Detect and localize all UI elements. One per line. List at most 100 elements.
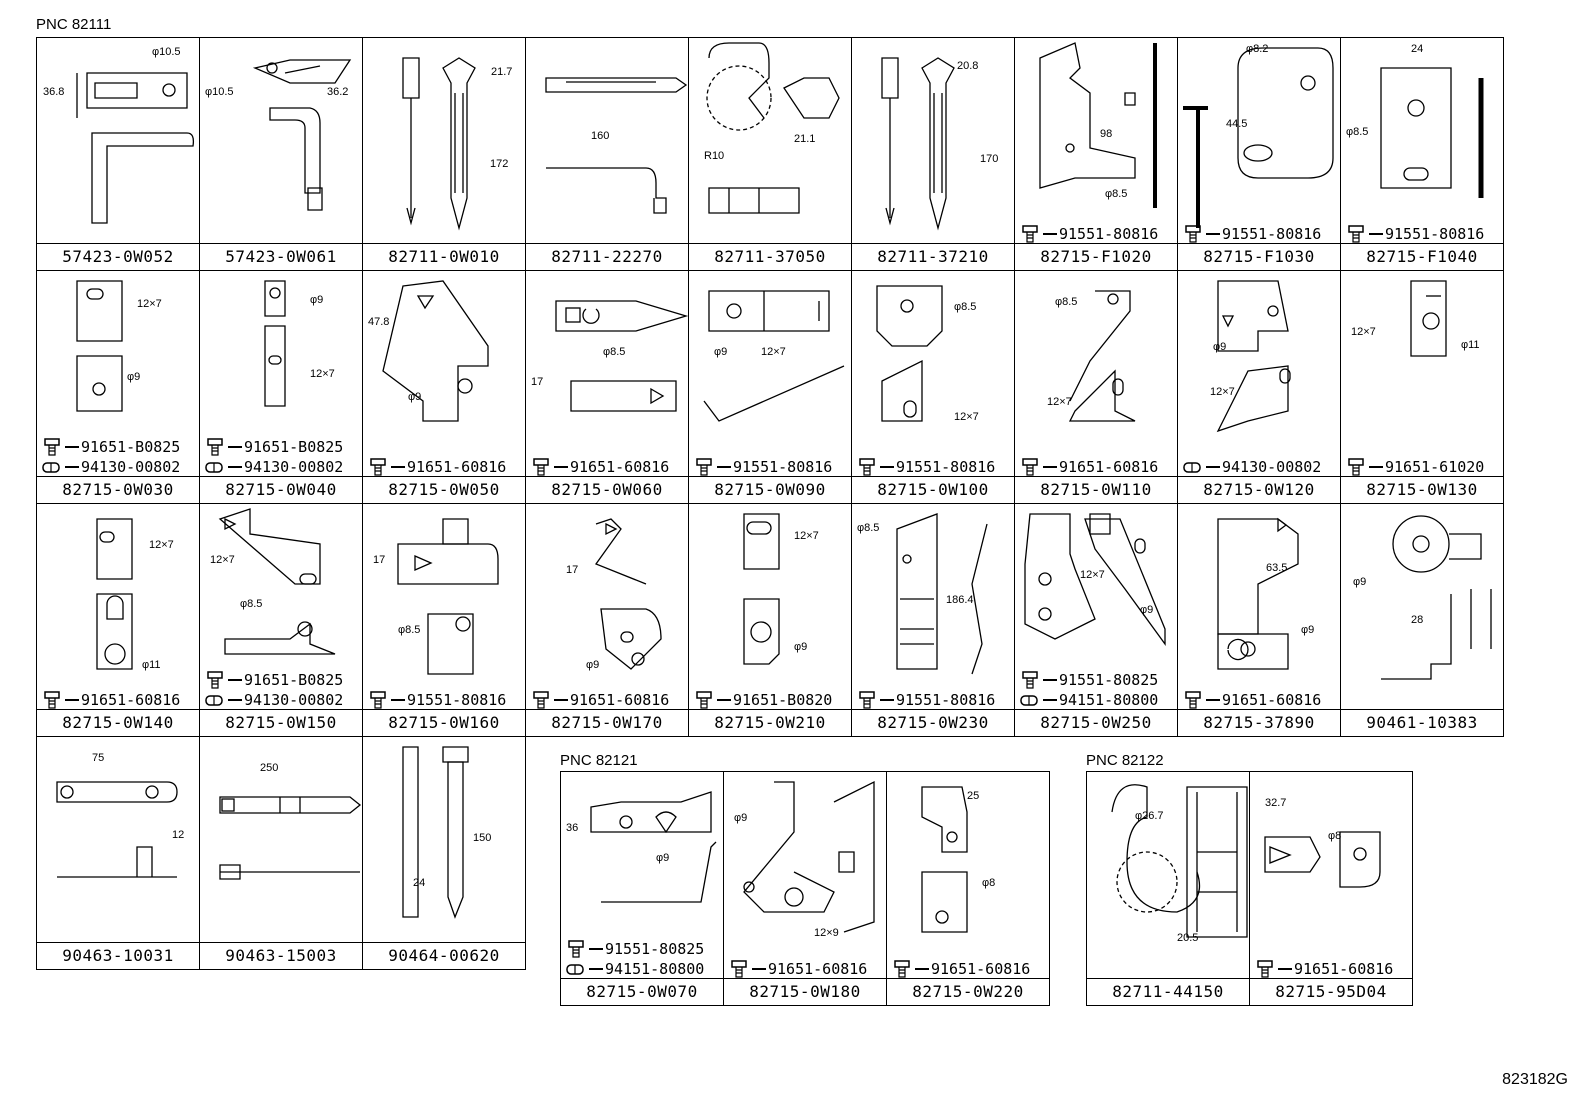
dimension-label: φ11 — [142, 659, 161, 671]
part-drawing — [1039, 42, 1157, 208]
dimension-label: 12×7 — [149, 539, 174, 551]
part-drawing — [56, 781, 178, 878]
dimension-label: 12×7 — [794, 530, 819, 542]
dimension-label: 12×9 — [814, 927, 839, 939]
dimension-label: φ8.5 — [603, 346, 626, 358]
hardware-row: 91651-B0825 — [41, 438, 180, 456]
part-number: 82715-F1020 — [1015, 243, 1177, 270]
hardware-part-number: 91651-60816 — [81, 691, 181, 709]
part-drawing — [743, 780, 875, 933]
hardware-row: 91651-60816 — [1182, 691, 1321, 709]
hardware-row: 94130-00802 — [204, 691, 343, 709]
bolt-icon — [856, 691, 878, 709]
hardware-row: 91651-60816 — [530, 691, 669, 709]
part-number: 82715-95D04 — [1250, 978, 1412, 1005]
nut-icon — [41, 458, 63, 476]
part-number: 82715-0W180 — [724, 978, 886, 1005]
hardware-part-number: 91651-60816 — [570, 458, 670, 476]
part-drawing — [876, 285, 943, 422]
dimension-label: 186.4 — [946, 594, 974, 606]
part-drawing — [219, 796, 362, 880]
leader-line — [915, 968, 929, 970]
group-title-pnc-82122: PNC 82122 — [1086, 752, 1164, 769]
hardware-part-number: 91651-60816 — [570, 691, 670, 709]
dimension-label: φ9 — [1140, 604, 1154, 616]
bolt-icon — [204, 671, 226, 689]
hardware-row: 91551-80825 — [1019, 671, 1158, 689]
dimension-label: 32.7 — [1265, 797, 1287, 809]
hardware-part-number: 91651-B0820 — [733, 691, 833, 709]
leader-line — [1369, 233, 1383, 235]
part-drawing — [1217, 517, 1299, 670]
bolt-icon — [1254, 960, 1276, 978]
dimension-label: 75 — [92, 752, 105, 764]
leader-line — [554, 466, 568, 468]
part-drawing — [555, 300, 689, 412]
dimension-label: φ9 — [734, 812, 748, 824]
part-number: 82711-37050 — [689, 243, 851, 270]
dimension-label: 12×7 — [761, 346, 786, 358]
leader-line — [228, 466, 242, 468]
bolt-icon — [1019, 458, 1041, 476]
hardware-part-number: 94130-00802 — [1222, 458, 1322, 476]
part-number: 82715-0W070 — [561, 978, 723, 1005]
dimension-label: φ9 — [1301, 624, 1315, 636]
part-number: 82715-0W230 — [852, 709, 1014, 736]
hardware-part-number: 94151-80800 — [605, 960, 705, 978]
dimension-label: 36.2 — [327, 86, 349, 98]
part-drawing — [76, 280, 123, 412]
part-drawing — [1111, 784, 1248, 938]
dimension-label: φ26.7 — [1135, 810, 1164, 822]
group-title-pnc-82111: PNC 82111 — [36, 16, 112, 33]
part-number: 82715-0W050 — [363, 476, 525, 503]
part-drawing — [1381, 515, 1492, 680]
dimension-label: φ9 — [127, 371, 141, 383]
dimension-label: φ8.5 — [857, 522, 880, 534]
dimension-label: 24 — [1411, 43, 1424, 55]
hardware-part-number: 91651-60816 — [1222, 691, 1322, 709]
leader-line — [880, 466, 894, 468]
hardware-part-number: 91651-61020 — [1385, 458, 1485, 476]
part-number: 82715-0W040 — [200, 476, 362, 503]
bolt-icon — [367, 458, 389, 476]
dimension-label: 25 — [967, 790, 980, 802]
bolt-icon — [728, 960, 750, 978]
part-number: 57423-0W061 — [200, 243, 362, 270]
diagram-id: 823182G — [1502, 1071, 1568, 1088]
dimension-label: 36 — [566, 822, 579, 834]
dimension-label: 12×7 — [954, 411, 979, 423]
leader-line — [589, 968, 603, 970]
dimension-label: 98 — [1100, 128, 1113, 140]
hardware-part-number: 91651-60816 — [1294, 960, 1394, 978]
bolt-icon — [1019, 225, 1041, 243]
part-number: 82715-0W120 — [1178, 476, 1340, 503]
hardware-part-number: 91551-80816 — [896, 691, 996, 709]
dimension-label: 44.5 — [1226, 118, 1248, 130]
hardware-part-number: 91551-80816 — [1385, 225, 1485, 243]
bolt-icon — [41, 438, 63, 456]
leader-line — [1043, 233, 1057, 235]
hardware-part-number: 91651-60816 — [1059, 458, 1159, 476]
nut-icon — [204, 458, 226, 476]
part-drawing — [1410, 280, 1447, 357]
part-drawing — [921, 786, 968, 933]
hardware-part-number: 94151-80800 — [1059, 691, 1159, 709]
dimension-label: 150 — [473, 832, 492, 844]
dimension-label: φ8.5 — [240, 598, 263, 610]
bolt-icon — [565, 940, 587, 958]
leader-line — [1206, 466, 1220, 468]
dimension-label: φ8 — [1328, 830, 1342, 842]
part-drawing — [1216, 280, 1291, 433]
dimension-label: 12×7 — [137, 298, 162, 310]
